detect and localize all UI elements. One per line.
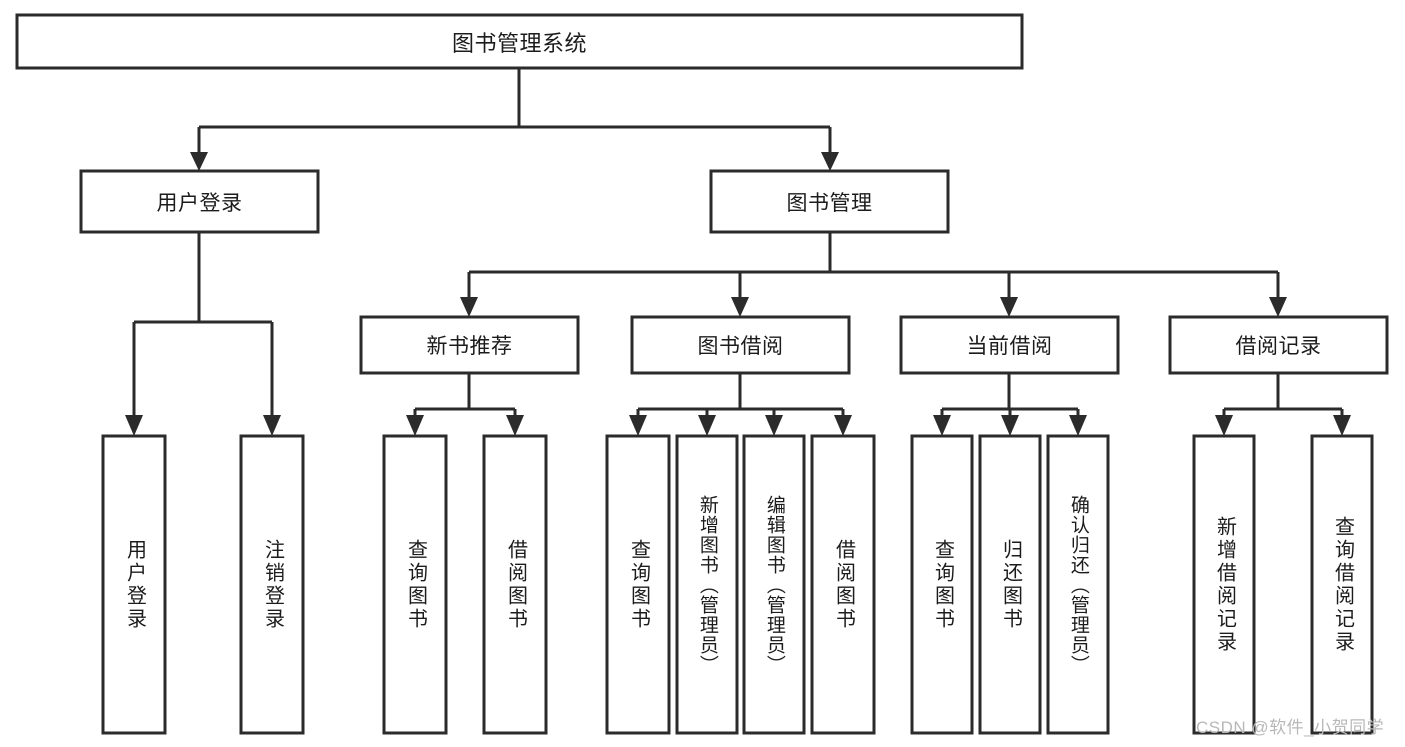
leaf-box-current-borrow-2[interactable] (1046, 434, 1110, 735)
leaf-box-borrow-record-0[interactable] (1192, 434, 1256, 735)
leaf-box-new-book-1[interactable] (482, 434, 548, 735)
connector-user-login-to-leaves (125, 232, 281, 436)
watermark-text: CSDN @软件_小贺同学 (1196, 718, 1385, 737)
node-box-current-borrow[interactable] (899, 315, 1120, 375)
leaf-box-new-book-0[interactable] (382, 434, 448, 735)
leaf-box-book-borrow-0[interactable] (605, 434, 671, 735)
leaf-box-book-borrow-3[interactable] (810, 434, 876, 735)
connector-book-borrow-to-leaves (629, 373, 852, 436)
leaf-box-borrow-record-1[interactable] (1310, 434, 1374, 735)
leaf-box-book-borrow-1[interactable] (675, 434, 739, 735)
node-box-book-borrow[interactable] (630, 315, 851, 375)
connector-root-to-level2 (190, 68, 839, 171)
connector-borrow-record-to-leaves (1215, 373, 1351, 436)
node-box-root[interactable] (15, 13, 1024, 70)
leaf-box-book-borrow-2[interactable] (742, 434, 806, 735)
leaf-box-current-borrow-0[interactable] (910, 434, 974, 735)
node-box-user-login[interactable] (79, 169, 320, 234)
node-box-book-manage[interactable] (709, 169, 950, 234)
connector-book-manage-to-level3 (460, 232, 1287, 317)
leaf-box-user-login-0[interactable] (101, 434, 167, 735)
connector-current-borrow-to-leaves (933, 373, 1087, 436)
node-box-borrow-record[interactable] (1168, 315, 1389, 375)
node-box-new-book-recommend[interactable] (359, 315, 580, 375)
connector-new-book-to-leaves (406, 373, 524, 436)
leaf-box-current-borrow-1[interactable] (978, 434, 1042, 735)
leaf-box-user-login-1[interactable] (239, 434, 305, 735)
